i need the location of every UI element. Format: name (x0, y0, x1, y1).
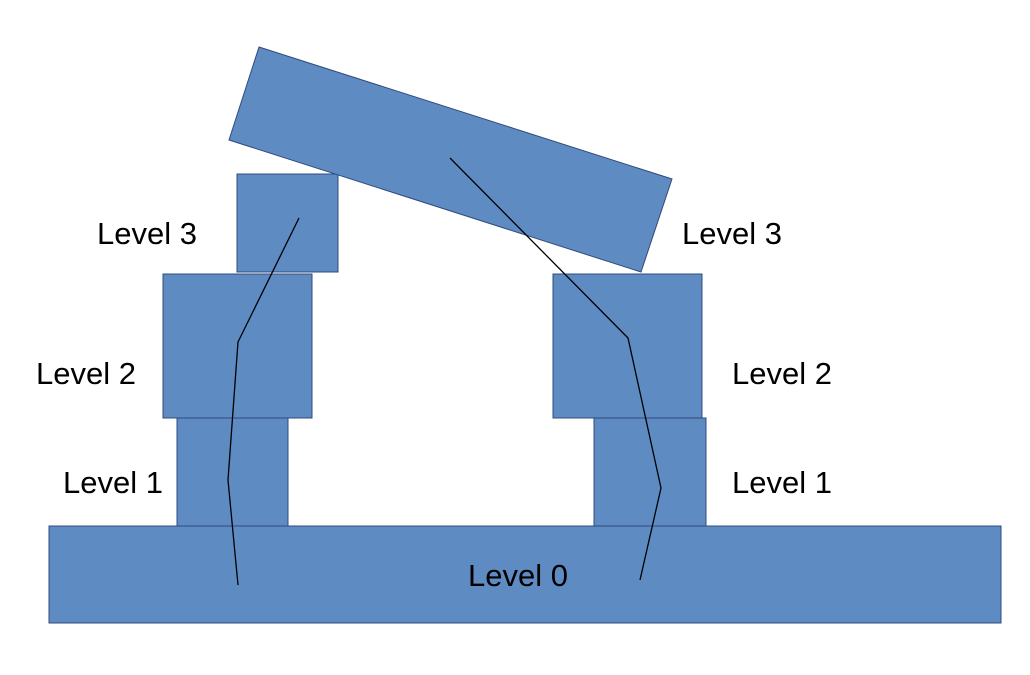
tilted-top-slab (228, 46, 673, 273)
right-level-3-label: Level 3 (682, 216, 782, 251)
right-level-2-block (552, 273, 703, 419)
left-level-1-label: Level 1 (63, 465, 163, 500)
level-0-base-block (48, 525, 1002, 624)
right-level-1-block (593, 417, 707, 527)
left-level-3-block (236, 173, 339, 273)
right-level-1-label: Level 1 (732, 465, 832, 500)
left-level-3-label: Level 3 (97, 216, 197, 251)
right-load-path-line (449, 157, 662, 581)
right-level-2-label: Level 2 (732, 356, 832, 391)
left-level-2-label: Level 2 (36, 356, 136, 391)
level-0-label: Level 0 (468, 558, 568, 593)
left-load-path-line (227, 217, 300, 586)
left-level-1-block (176, 417, 289, 527)
